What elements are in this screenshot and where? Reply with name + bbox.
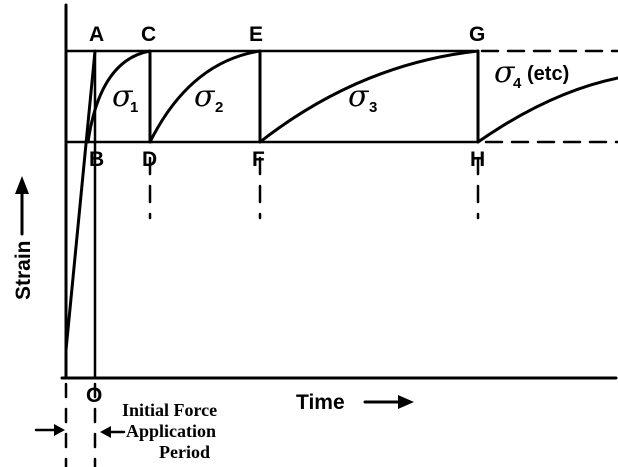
caption-line-2: Application xyxy=(126,421,216,441)
stress-symbol-1: σ xyxy=(112,79,134,114)
label-C: C xyxy=(141,23,156,46)
stress-label-4: σ 4 (etc) xyxy=(494,55,569,92)
stress-label-3: σ 3 xyxy=(348,79,377,116)
period-arrow-left-head xyxy=(54,424,65,436)
label-B: B xyxy=(89,148,104,171)
stress-subscript-4: 4 xyxy=(513,75,522,92)
stress-etc-note: (etc) xyxy=(527,63,569,85)
caption-line-1: Initial Force xyxy=(122,400,217,420)
caption-line-3: Period xyxy=(159,442,210,462)
label-G: G xyxy=(469,23,485,46)
stress-subscript-3: 3 xyxy=(369,99,377,116)
y-axis-label: Strain xyxy=(12,240,35,300)
strain-arrow-head xyxy=(15,176,29,194)
creep-curve-1 xyxy=(86,49,152,144)
period-arrow-right-head xyxy=(100,426,111,438)
stress-label-2: σ 2 xyxy=(194,79,223,116)
stress-subscript-2: 2 xyxy=(215,99,223,116)
label-H: H xyxy=(470,148,485,171)
label-E: E xyxy=(249,23,263,46)
stress-label-1: σ 1 xyxy=(112,79,138,116)
initial-loading-ramp xyxy=(64,49,97,352)
label-A: A xyxy=(89,23,104,46)
creep-curve-4 xyxy=(476,76,618,144)
stress-symbol-4: σ xyxy=(494,55,516,90)
time-arrow-head xyxy=(398,395,414,409)
label-F: F xyxy=(252,148,265,171)
label-D: D xyxy=(142,148,157,171)
stress-symbol-2: σ xyxy=(194,79,216,114)
x-axis-label: Time xyxy=(296,391,345,414)
label-O: O xyxy=(86,384,102,407)
stress-symbol-3: σ xyxy=(348,79,370,114)
creep-curve-2 xyxy=(148,49,262,144)
creep-curve-3 xyxy=(258,49,480,144)
stress-subscript-1: 1 xyxy=(130,99,138,116)
